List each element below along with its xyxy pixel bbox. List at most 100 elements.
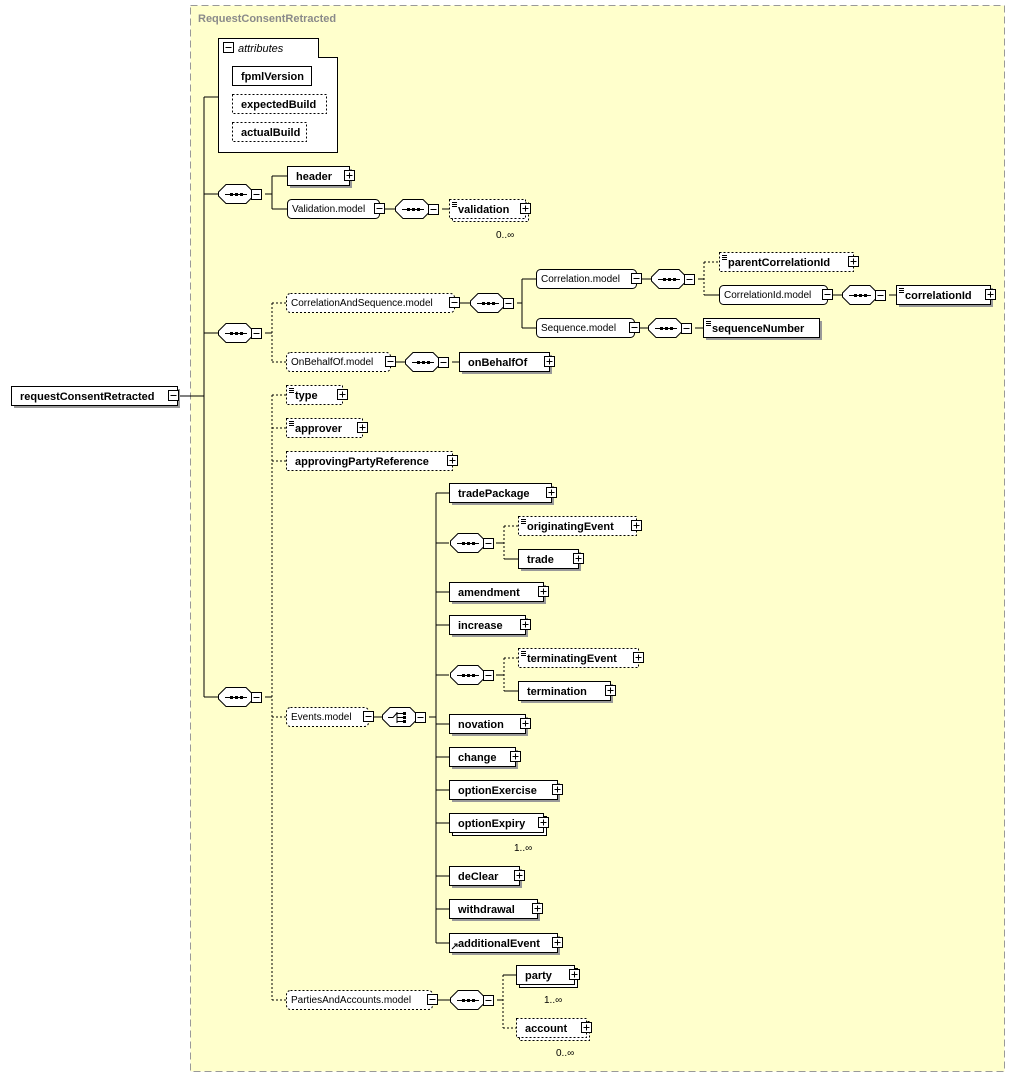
sequence-terminating[interactable]: [450, 665, 486, 685]
element-type[interactable]: type: [286, 385, 343, 405]
element-trade-expand-icon[interactable]: [573, 553, 584, 564]
root-collapse-icon[interactable]: [168, 390, 179, 401]
element-validation-expand-icon[interactable]: [520, 203, 531, 214]
element-party[interactable]: party: [516, 965, 578, 988]
attribute-expectedbuild[interactable]: [232, 94, 327, 114]
element-approver-expand-icon[interactable]: [357, 422, 368, 433]
group-correlation-and-sequence-model-collapse-icon[interactable]: [449, 297, 460, 308]
group-validation-model[interactable]: Validation.model: [287, 199, 380, 219]
choice-events-collapse-icon[interactable]: [415, 712, 426, 723]
group-parties-and-accounts-model[interactable]: PartiesAndAccounts.model: [286, 990, 433, 1010]
element-amendment-expand-icon[interactable]: [538, 586, 549, 597]
group-events-model[interactable]: Events.model: [286, 707, 369, 727]
element-termination[interactable]: termination: [518, 681, 614, 704]
sequence-on-behalf-of[interactable]: [405, 352, 441, 372]
element-header-expand-icon[interactable]: [344, 170, 355, 181]
group-correlation-model[interactable]: Correlation.model: [536, 269, 637, 289]
element-trade[interactable]: trade: [518, 549, 582, 572]
element-additional-event-label: additionalEvent: [458, 938, 540, 950]
sequence-1[interactable]: [218, 184, 254, 204]
attributes-label: attributes: [238, 43, 284, 55]
sequence-validation-collapse-icon[interactable]: [428, 204, 439, 215]
element-approver[interactable]: approver: [286, 418, 363, 438]
element-de-clear[interactable]: deClear: [449, 866, 523, 889]
sequence-sequence-collapse-icon[interactable]: [681, 323, 692, 334]
element-approving-party-reference[interactable]: approvingPartyReference: [286, 451, 453, 471]
element-termination-expand-icon[interactable]: [605, 685, 616, 696]
sequence-originating[interactable]: [450, 533, 486, 553]
element-novation[interactable]: novation: [449, 714, 529, 737]
element-additional-event[interactable]: additionalEvent: [449, 933, 561, 956]
sequence-correlation-id-collapse-icon[interactable]: [875, 290, 886, 301]
element-originating-event[interactable]: originatingEvent: [518, 516, 637, 536]
sequence-correlation-and-sequence-collapse-icon[interactable]: [503, 298, 514, 309]
group-validation-model-label: Validation.model: [292, 204, 365, 215]
group-parties-and-accounts-model-collapse-icon[interactable]: [427, 994, 438, 1005]
sequence-2-collapse-icon[interactable]: [251, 328, 262, 339]
element-correlation-id[interactable]: correlationId: [896, 285, 994, 308]
element-party-expand-icon[interactable]: [569, 969, 580, 980]
element-header[interactable]: header: [287, 166, 353, 189]
element-increase[interactable]: increase: [449, 615, 529, 638]
sequence-on-behalf-of-collapse-icon[interactable]: [438, 357, 449, 368]
sequence-correlation-and-sequence[interactable]: [470, 293, 506, 313]
sequence-parties-and-accounts[interactable]: [450, 990, 486, 1010]
sequence-sequence[interactable]: [648, 318, 684, 338]
sequence-correlation-id[interactable]: [842, 285, 878, 305]
element-withdrawal[interactable]: withdrawal: [449, 899, 541, 922]
element-option-expiry-expand-icon[interactable]: [538, 817, 549, 828]
element-sequence-number[interactable]: sequenceNumber: [703, 318, 823, 341]
element-on-behalf-of[interactable]: onBehalfOf: [459, 352, 553, 375]
group-on-behalf-of-model[interactable]: OnBehalfOf.model: [286, 352, 391, 372]
element-account[interactable]: account: [516, 1018, 590, 1041]
element-de-clear-expand-icon[interactable]: [514, 870, 525, 881]
element-withdrawal-expand-icon[interactable]: [532, 903, 543, 914]
attribute-actualbuild[interactable]: [232, 122, 307, 142]
group-correlation-model-collapse-icon[interactable]: [631, 273, 642, 284]
group-events-model-collapse-icon[interactable]: [363, 711, 374, 722]
element-option-exercise-expand-icon[interactable]: [552, 784, 563, 795]
sequence-originating-collapse-icon[interactable]: [483, 538, 494, 549]
root-element-requestconsentretracted[interactable]: requestConsentRetracted: [11, 386, 181, 409]
element-account-expand-icon[interactable]: [581, 1022, 592, 1033]
sequence-1-collapse-icon[interactable]: [251, 189, 262, 200]
element-change-expand-icon[interactable]: [510, 751, 521, 762]
element-correlation-id-expand-icon[interactable]: [985, 289, 996, 300]
element-option-exercise[interactable]: optionExercise: [449, 780, 561, 803]
element-amendment[interactable]: amendment: [449, 582, 547, 605]
group-correlation-and-sequence-model[interactable]: CorrelationAndSequence.model: [286, 293, 455, 313]
sequence-terminating-collapse-icon[interactable]: [483, 670, 494, 681]
attribute-fpmlversion[interactable]: [232, 66, 312, 86]
element-parent-correlation-id[interactable]: parentCorrelationId: [719, 252, 854, 272]
element-validation[interactable]: validation: [449, 199, 529, 222]
group-sequence-model[interactable]: Sequence.model: [536, 318, 635, 338]
group-sequence-model-collapse-icon[interactable]: [629, 322, 640, 333]
sequence-correlation[interactable]: [651, 269, 687, 289]
element-terminating-event-expand-icon[interactable]: [633, 652, 644, 663]
sequence-parties-and-accounts-collapse-icon[interactable]: [483, 995, 494, 1006]
element-on-behalf-of-expand-icon[interactable]: [544, 356, 555, 367]
element-option-expiry[interactable]: optionExpiry: [449, 813, 547, 836]
group-correlation-id-model[interactable]: CorrelationId.model: [719, 285, 828, 305]
attributes-group: attributes fpmlVersion expectedBuild act…: [218, 38, 338, 153]
sequence-validation[interactable]: [395, 199, 431, 219]
element-change[interactable]: change: [449, 747, 519, 770]
choice-events[interactable]: [382, 707, 418, 727]
sequence-correlation-collapse-icon[interactable]: [684, 274, 695, 285]
element-trade-package-expand-icon[interactable]: [546, 487, 557, 498]
element-approving-party-reference-expand-icon[interactable]: [447, 455, 458, 466]
element-originating-event-expand-icon[interactable]: [631, 520, 642, 531]
group-validation-model-collapse-icon[interactable]: [374, 203, 385, 214]
sequence-3[interactable]: [218, 687, 254, 707]
element-type-expand-icon[interactable]: [337, 389, 348, 400]
group-correlation-id-model-collapse-icon[interactable]: [822, 289, 833, 300]
element-additional-event-expand-icon[interactable]: [552, 937, 563, 948]
sequence-2[interactable]: [218, 323, 254, 343]
group-on-behalf-of-model-collapse-icon[interactable]: [385, 356, 396, 367]
sequence-3-collapse-icon[interactable]: [251, 692, 262, 703]
element-parent-correlation-id-expand-icon[interactable]: [848, 256, 859, 267]
element-novation-expand-icon[interactable]: [520, 718, 531, 729]
element-terminating-event[interactable]: terminatingEvent: [518, 648, 639, 668]
element-trade-package[interactable]: tradePackage: [449, 483, 555, 506]
element-increase-expand-icon[interactable]: [520, 619, 531, 630]
